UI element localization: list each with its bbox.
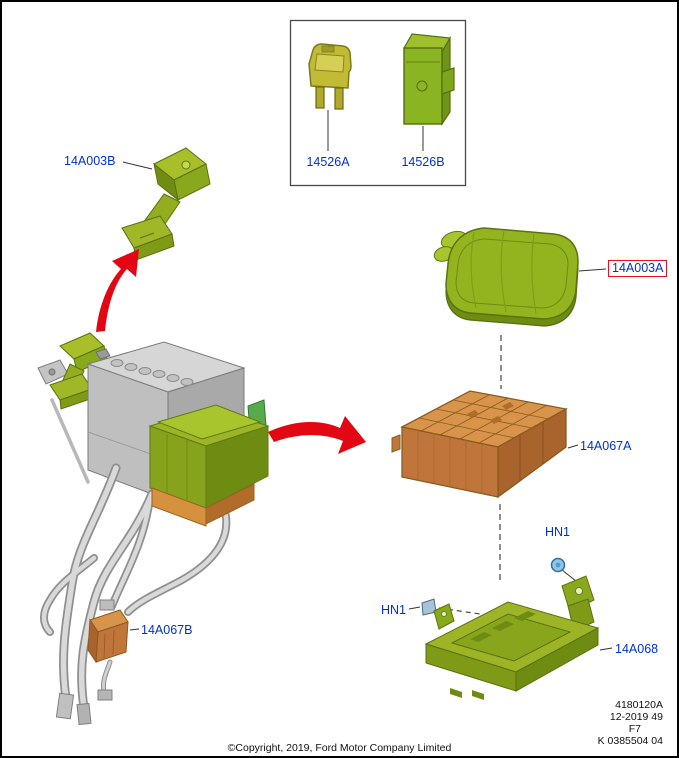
fuse-inset-panel (289, 19, 467, 187)
doc-number: 4180120A (615, 699, 663, 711)
callout-14a068[interactable]: 14A068 (615, 642, 659, 656)
leader-line-14a067a (567, 444, 579, 449)
callout-14a003b[interactable]: 14A003B (64, 154, 116, 168)
curved-arrow-up-icon (96, 249, 139, 332)
leader-line-14a067b (129, 628, 140, 631)
callout-14a067b[interactable]: 14A067B (141, 623, 193, 637)
leader-line-14a003a (578, 268, 607, 272)
leader-line-14a003b (122, 161, 153, 170)
battery-cables (40, 463, 231, 713)
callout-14526b[interactable]: 14526B (401, 155, 445, 169)
cover-14a003a-illustration (433, 227, 579, 327)
callout-14a067a[interactable]: 14A067A (580, 439, 632, 453)
battery-assembly-illustration (37, 332, 270, 726)
leader-line-hn1-lower (408, 606, 421, 610)
tray-14a068-illustration (424, 575, 600, 700)
leader-line-14a068 (599, 647, 613, 651)
doc-ref-code: K 0385504 04 (597, 735, 663, 747)
copyright-text: ©Copyright, 2019, Ford Motor Company Lim… (227, 742, 452, 754)
callout-14a003a-highlighted[interactable]: 14A003A (608, 260, 668, 277)
cartridge-fuse-illustration (403, 33, 455, 126)
callout-hn1-lower[interactable]: HN1 (381, 603, 407, 617)
bracket-14a003b-illustration (121, 147, 211, 261)
doc-date-code: 12-2019 49 (609, 711, 663, 723)
doc-frame-code: F7 (628, 723, 641, 735)
callout-14526a[interactable]: 14526A (306, 155, 350, 169)
connector-14a067b-illustration (87, 599, 129, 701)
curved-arrow-right-icon (268, 416, 366, 454)
mini-fuse-illustration (308, 43, 352, 110)
mounted-fusebox (148, 399, 270, 527)
hn1-nut-icon (550, 557, 566, 573)
doc-info-block: 4180120A 12-2019 49 F7 K 0385504 04 (598, 699, 663, 747)
hn1-clip-icon (421, 598, 437, 616)
callout-hn1-upper[interactable]: HN1 (545, 525, 571, 539)
fusebox-14a067a-illustration (391, 390, 568, 499)
clip-dashed-line (438, 607, 481, 615)
